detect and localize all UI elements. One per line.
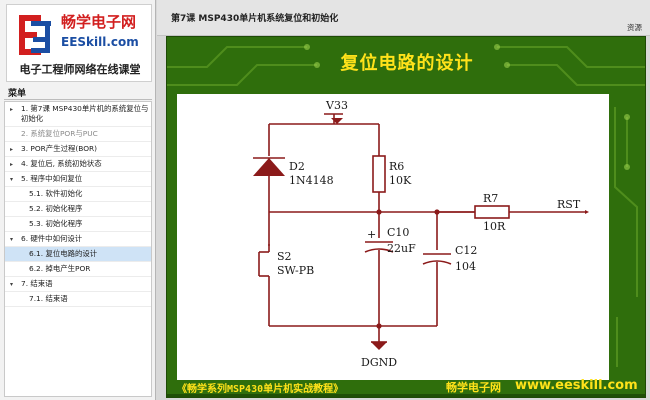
menu-item[interactable]: ▸ 3. POR产生过程(BOR) [5, 142, 151, 157]
menu-item-label: 6. 硬件中如何设计 [21, 234, 83, 243]
menu-item[interactable]: ▾ 6. 硬件中如何设计 [5, 232, 151, 247]
brand-name-en: EESkill.com [61, 35, 139, 49]
brand-name-cn: 畅学电子网 [61, 13, 137, 31]
label-c12-value: 104 [455, 260, 476, 273]
label-rst: RST [557, 198, 581, 211]
label-vcc: V33 [325, 99, 348, 112]
label-r6-ref: R6 [389, 160, 404, 173]
label-c12-ref: C12 [455, 244, 477, 257]
reset-circuit-schematic: V33 D2 1N4148 R6 10K R7 10R RST + C10 22… [253, 99, 589, 369]
schematic-panel: V33 D2 1N4148 R6 10K R7 10R RST + C10 22… [177, 94, 609, 380]
menu-item[interactable]: ▸ 1. 第7课 MSP430单片机的系统复位与初始化 [5, 102, 151, 127]
label-d2-value: 1N4148 [289, 174, 334, 187]
menu-item[interactable]: ▾ 5. 程序中如何复位 [5, 172, 151, 187]
label-r7-value: 10R [483, 220, 506, 233]
menu-subitem[interactable]: 5.2. 初始化程序 [5, 202, 151, 217]
label-gnd: DGND [361, 356, 397, 369]
collapse-arrow-icon[interactable]: ▾ [10, 281, 14, 288]
menu-list: ▸ 1. 第7课 MSP430单片机的系统复位与初始化 2. 系统复位POR与PU… [4, 101, 152, 397]
menu-item-label: 7. 结束语 [21, 279, 53, 288]
logo: 畅学电子网 EESkill.com 电子工程师网络在线课堂 [6, 4, 152, 82]
collapse-arrow-icon[interactable]: ▾ [10, 176, 14, 183]
label-r6-value: 10K [389, 174, 412, 187]
label-c10-value: 22uF [387, 242, 416, 255]
menu-subitem[interactable]: 6.2. 掉电产生POR [5, 262, 151, 277]
menu-item-label: 5. 程序中如何复位 [21, 174, 83, 183]
brand-tagline: 电子工程师网络在线课堂 [19, 63, 141, 76]
sidebar: 畅学电子网 EESkill.com 电子工程师网络在线课堂 菜单 ▸ 1. 第7课… [0, 0, 156, 400]
label-s2-ref: S2 [277, 250, 292, 263]
label-s2-value: SW-PB [277, 264, 314, 277]
expand-arrow-icon[interactable]: ▸ [10, 106, 14, 113]
lesson-title: 第7课 MSP430单片机系统复位和初始化 [171, 14, 339, 24]
eeskill-logo-icon [19, 15, 51, 55]
expand-arrow-icon[interactable]: ▸ [10, 161, 14, 168]
footer-url: www.eeskill.com [515, 378, 638, 393]
slide-title: 复位电路的设计 [340, 53, 474, 74]
menu-item-label: 1. 第7课 MSP430单片机的系统复位与初始化 [21, 104, 149, 123]
label-d2-ref: D2 [289, 160, 305, 173]
label-c10-ref: C10 [387, 226, 409, 239]
menu-item-label: 2. 系统复位POR与PUC [21, 129, 98, 138]
menu-subitem[interactable]: 5.3. 初始化程序 [5, 217, 151, 232]
label-r7-ref: R7 [483, 192, 498, 205]
menu-header: 菜单 [4, 86, 152, 100]
course-series-label: 《畅学系列MSP430单片机实战教程》 [177, 384, 344, 395]
label-c10-plus: + [367, 228, 376, 241]
resources-button[interactable]: 资源 [627, 23, 642, 32]
menu-subitem[interactable]: 7.1. 结束语 [5, 292, 151, 307]
top-bar: 第7课 MSP430单片机系统复位和初始化 资源 [157, 0, 650, 36]
collapse-arrow-icon[interactable]: ▾ [10, 236, 14, 243]
menu-item[interactable]: ▸ 4. 复位后, 系统初始状态 [5, 157, 151, 172]
menu-subitem[interactable]: 5.1. 软件初始化 [5, 187, 151, 202]
slide: 复位电路的设计 [166, 36, 646, 398]
circuit-board-background [167, 44, 645, 367]
footer-brand-cn: 畅学电子网 [446, 381, 501, 394]
menu-item[interactable]: ▾ 7. 结束语 [5, 277, 151, 292]
menu-item-label: 3. POR产生过程(BOR) [21, 144, 98, 153]
menu-item[interactable]: 2. 系统复位POR与PUC [5, 127, 151, 142]
menu-item-label: 4. 复位后, 系统初始状态 [21, 159, 102, 168]
menu-subitem-active[interactable]: 6.1. 复位电路的设计 [5, 247, 151, 262]
slide-bottom-strip [167, 394, 645, 397]
expand-arrow-icon[interactable]: ▸ [10, 146, 14, 153]
